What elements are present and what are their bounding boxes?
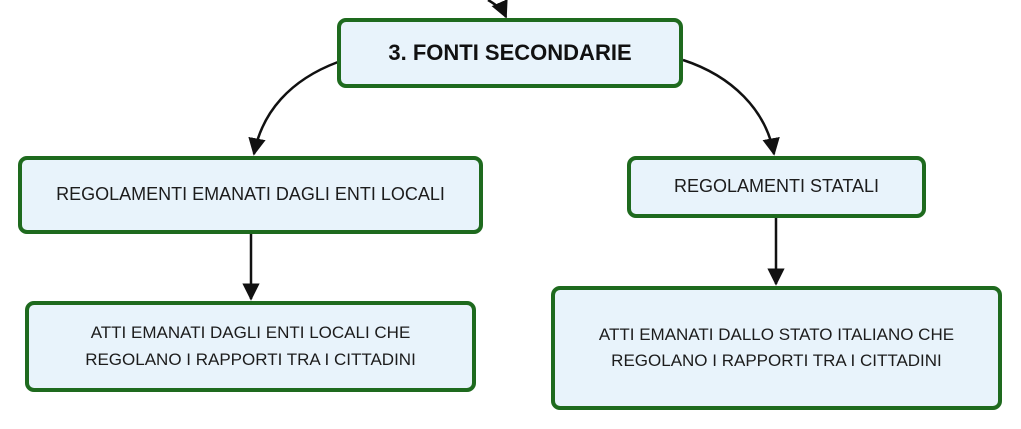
edge-root-to-right [682, 58, 780, 156]
left-child-line-1: ATTI EMANATI DAGLI ENTI LOCALI CHE [90, 323, 411, 343]
left-node[interactable]: REGOLAMENTI EMANATI DAGLI ENTI LOCALI [18, 156, 483, 234]
right-child-node-text: ATTI EMANATI DALLO STATO ITALIANO CHE RE… [599, 322, 954, 375]
edge-root-to-left [248, 60, 339, 156]
left-child-line-2: REGOLANO I RAPPORTI TRA I CITTADINI [85, 349, 416, 369]
incoming-edge-from-parent [487, 0, 508, 19]
right-node[interactable]: REGOLAMENTI STATALI [627, 156, 926, 218]
root-node[interactable]: 3. FONTI SECONDARIE [337, 18, 683, 88]
left-child-node-text: ATTI EMANATI DAGLI ENTI LOCALI CHE REGOL… [85, 320, 416, 373]
right-node-label: REGOLAMENTI STATALI [673, 176, 880, 197]
right-child-line-2: REGOLANO I RAPPORTI TRA I CITTADINI [611, 351, 942, 370]
root-node-label: 3. FONTI SECONDARIE [388, 39, 632, 65]
right-child-node[interactable]: ATTI EMANATI DALLO STATO ITALIANO CHE RE… [551, 286, 1002, 410]
left-child-node[interactable]: ATTI EMANATI DAGLI ENTI LOCALI CHE REGOL… [25, 301, 476, 392]
left-node-label: REGOLAMENTI EMANATI DAGLI ENTI LOCALI [56, 184, 445, 205]
right-child-line-1: ATTI EMANATI DALLO STATO ITALIANO CHE [598, 324, 955, 344]
